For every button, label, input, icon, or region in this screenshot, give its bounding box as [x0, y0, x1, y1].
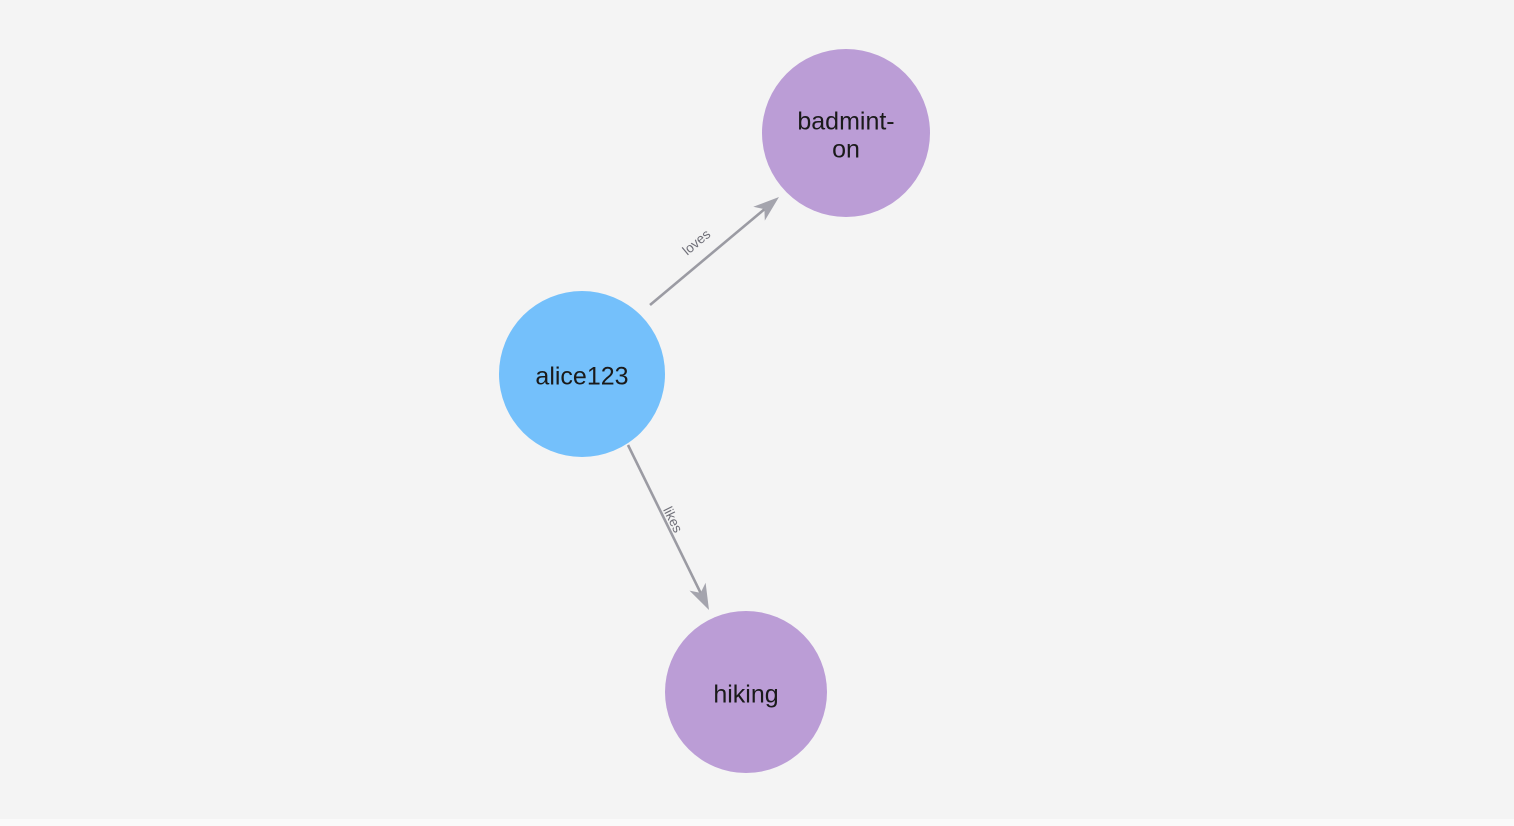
- node-layer: badmint- on alice123 hiking: [499, 49, 930, 773]
- node-alice123[interactable]: alice123: [499, 291, 665, 457]
- canvas-bottom-strip: [0, 819, 1514, 826]
- edge-line-loves[interactable]: [649, 208, 766, 306]
- node-circle-badminton[interactable]: [762, 49, 930, 217]
- edge-line-likes[interactable]: [626, 444, 702, 594]
- node-hiking[interactable]: hiking: [665, 611, 827, 773]
- node-circle-hiking[interactable]: [665, 611, 827, 773]
- node-circle-alice123[interactable]: [499, 291, 665, 457]
- edge-alice123-likes-hiking[interactable]: likes: [626, 444, 709, 610]
- edge-label-loves: loves: [679, 226, 713, 258]
- arrowhead-likes: [689, 582, 709, 610]
- edge-alice123-loves-badminton[interactable]: loves: [649, 197, 779, 306]
- arrowhead-loves: [753, 197, 779, 221]
- node-badminton[interactable]: badmint- on: [762, 49, 930, 217]
